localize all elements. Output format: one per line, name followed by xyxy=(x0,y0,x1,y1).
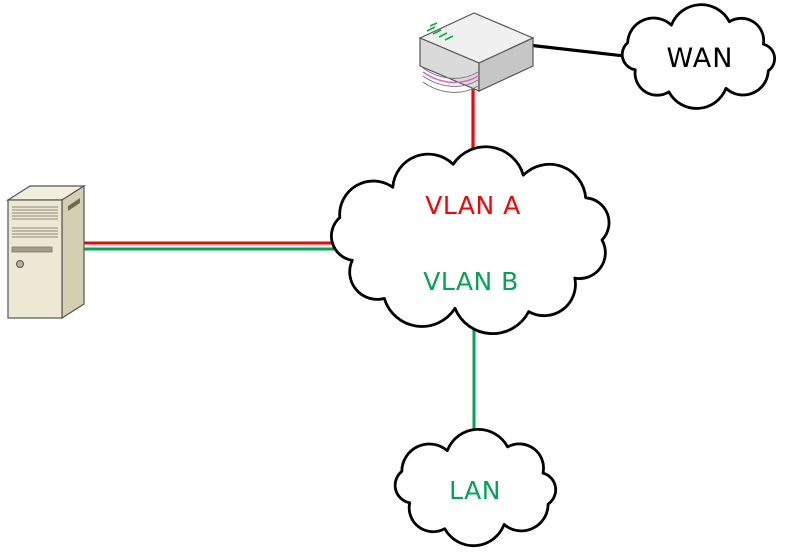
lan-label: LAN xyxy=(449,476,501,505)
server-vlan-link xyxy=(80,241,365,251)
server-front-face xyxy=(7,199,63,319)
router-magenta-stripe xyxy=(422,71,479,84)
server-vents-top xyxy=(12,206,58,220)
wan-label: WAN xyxy=(667,43,734,74)
lan-cloud-shape xyxy=(393,428,558,547)
router-side-face xyxy=(478,37,534,92)
server-power-button xyxy=(16,260,24,268)
server-side-port xyxy=(68,198,80,211)
server-drive-slot xyxy=(11,246,53,253)
server-vents-mid xyxy=(12,227,58,238)
router-rib-lines xyxy=(422,67,479,93)
labels: WAN VLAN A VLAN B LAN xyxy=(423,43,734,505)
wan-cloud-shape xyxy=(620,3,776,110)
server-icon xyxy=(5,184,87,320)
vlan-b-label: VLAN B xyxy=(423,267,519,296)
vlan-cloud-shape xyxy=(330,145,611,335)
clouds xyxy=(330,3,776,547)
router-led-lights xyxy=(426,22,454,41)
router-icon xyxy=(418,12,535,93)
vlan-a-label: VLAN A xyxy=(425,191,520,220)
